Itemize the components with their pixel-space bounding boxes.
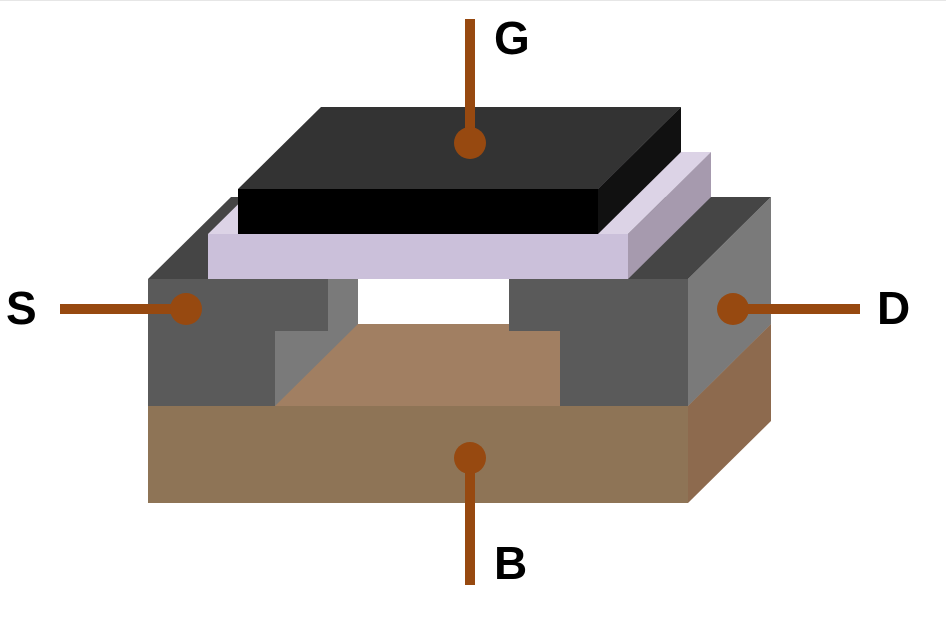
gate-contact	[454, 127, 486, 159]
drain-front	[509, 279, 688, 406]
source-label: S	[6, 282, 37, 334]
oxide-right-side	[628, 152, 711, 279]
source-contact	[170, 293, 202, 325]
gate-electrode	[238, 107, 681, 234]
drain-contact	[717, 293, 749, 325]
oxide-front	[208, 234, 628, 279]
substrate-front	[148, 406, 688, 503]
substrate-right-side	[688, 324, 771, 503]
gate-label: G	[494, 12, 530, 64]
gate-right-side	[598, 107, 681, 234]
terminal-leads	[60, 19, 860, 585]
body-contact	[454, 442, 486, 474]
gate-front	[238, 189, 598, 234]
drain-label: D	[877, 282, 910, 334]
body-label: B	[494, 537, 527, 589]
